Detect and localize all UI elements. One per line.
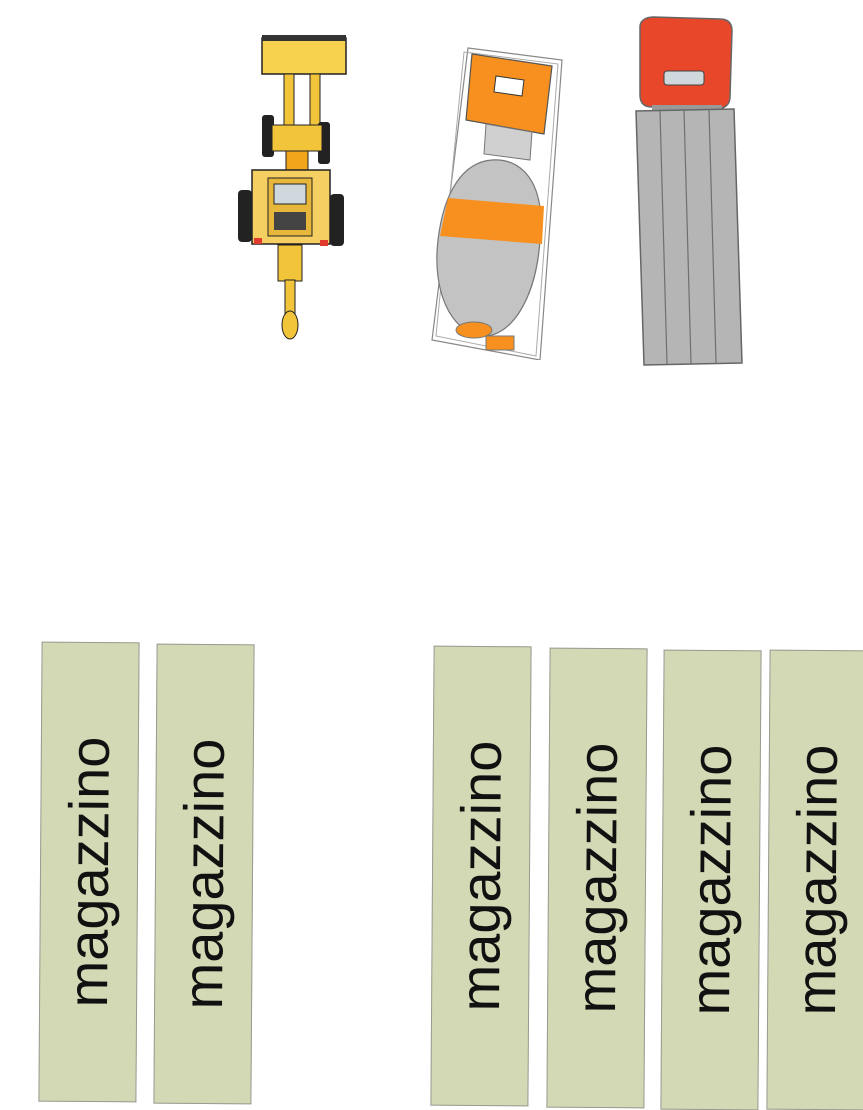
warehouse-6: magazzino <box>766 649 863 1110</box>
warehouse-label: magazzino <box>448 740 513 1012</box>
warehouse-2: magazzino <box>153 643 255 1105</box>
warehouse-label: magazzino <box>564 742 629 1014</box>
warehouse-label: magazzino <box>784 744 849 1016</box>
warehouse-3: magazzino <box>430 645 532 1107</box>
flatbed-truck-icon <box>635 16 743 366</box>
warehouse-4: magazzino <box>546 647 648 1109</box>
warehouse-label: magazzino <box>56 736 121 1008</box>
wheel-loader-icon <box>238 35 347 340</box>
warehouse-label: magazzino <box>678 744 743 1016</box>
warehouse-1: magazzino <box>38 641 140 1103</box>
concrete-mixer-truck-icon <box>431 47 563 360</box>
warehouse-5: magazzino <box>660 649 762 1110</box>
warehouse-label: magazzino <box>171 738 236 1010</box>
